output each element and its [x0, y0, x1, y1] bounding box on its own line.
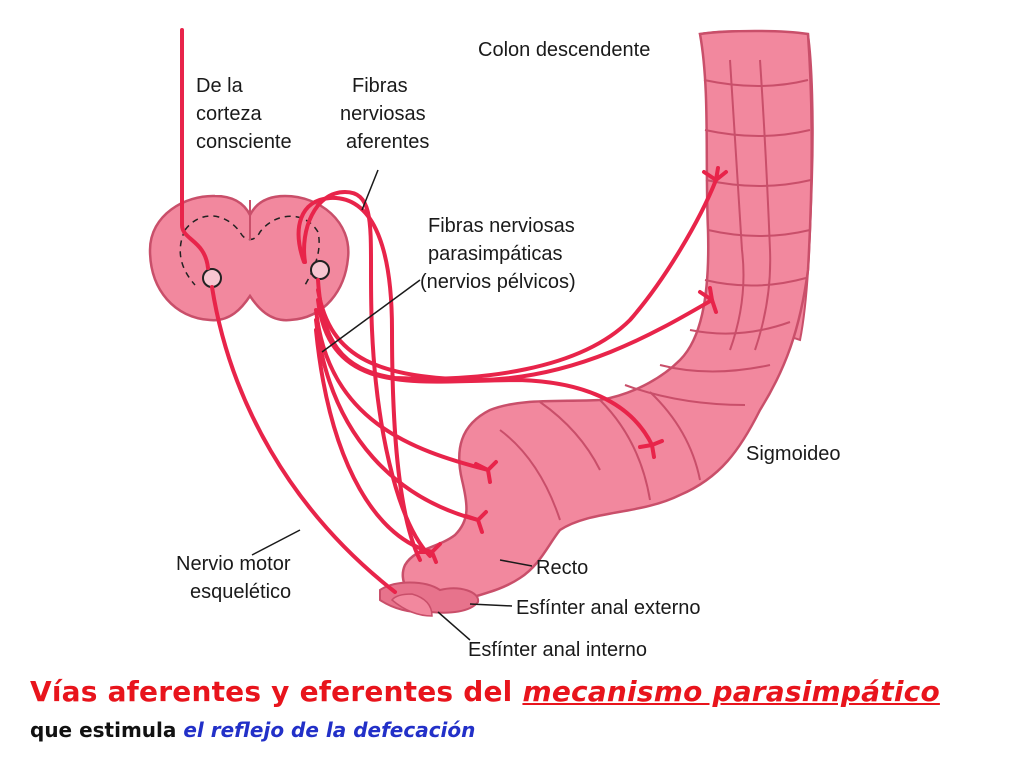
caption-subtitle-prefix: que estimula [30, 718, 184, 742]
leader-lines [251, 169, 533, 641]
diagram-labels: De la corteza consciente Fibras nerviosa… [176, 39, 841, 661]
nerve-fibers [180, 28, 728, 594]
caption-title-prefix: Vías aferentes y eferentes del [30, 675, 523, 708]
sigmoid-colon [401, 29, 814, 609]
label-colon-descending: Colon descendente [478, 39, 650, 61]
afferent-fiber [296, 195, 422, 562]
label-external-sphincter: Esfínter anal externo [516, 597, 701, 619]
parasympathetic-fiber-3 [316, 298, 654, 447]
afferent-fiber-2 [302, 189, 432, 558]
label-sigmoid: Sigmoideo [746, 443, 841, 465]
caption-subtitle: que estimula el reflejo de la defecación [30, 718, 475, 742]
cortical-fiber [180, 28, 210, 270]
parasympathetic-fiber-5 [314, 318, 480, 522]
label-motor-nerve: Nervio motor esquelético [176, 553, 296, 603]
label-afferent-fibers: Fibras nerviosas aferentes [340, 75, 431, 153]
parasympathetic-fiber-2 [316, 288, 714, 383]
motor-neuron-right [310, 260, 330, 280]
skeletal-motor-nerve [210, 285, 397, 594]
caption-subtitle-emphasis: el reflejo de la defecación [183, 718, 476, 742]
parasympathetic-fiber-4 [314, 308, 490, 472]
caption-title-emphasis: mecanismo parasimpático [522, 675, 940, 708]
label-internal-sphincter: Esfínter anal interno [468, 639, 647, 661]
caption-title: Vías aferentes y eferentes del mecanismo… [30, 675, 940, 708]
gray-matter-outline [179, 215, 320, 286]
parasympathetic-fiber-6 [314, 328, 434, 554]
colon-illustration [379, 29, 814, 617]
label-cortex: De la corteza consciente [196, 75, 292, 153]
motor-neuron-left [202, 268, 222, 288]
internal-anal-sphincter [390, 593, 433, 617]
colon-haustra [499, 59, 812, 521]
label-rectum: Recto [536, 557, 588, 579]
label-parasympathetic-fibers: Fibras nerviosas parasimpáticas (nervios… [420, 215, 580, 293]
